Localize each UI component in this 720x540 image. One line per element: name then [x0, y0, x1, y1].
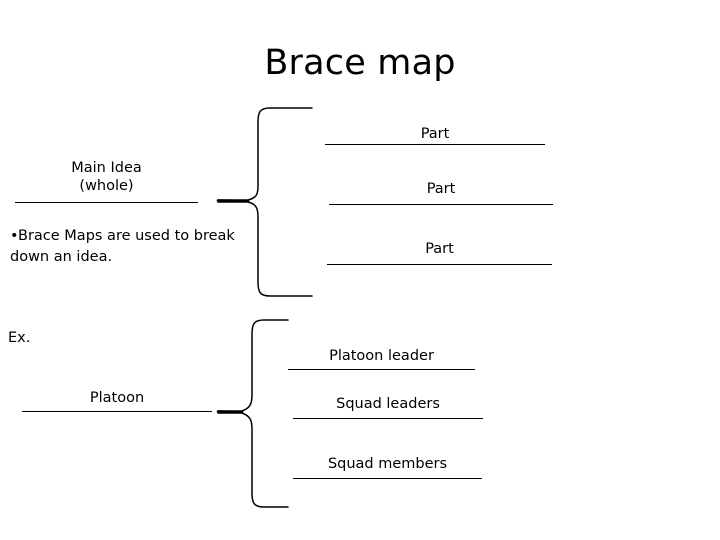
example-part-underline-1	[288, 369, 475, 370]
page-title: Brace map	[264, 43, 456, 83]
example-brace-icon	[216, 319, 289, 508]
brace-map-description: •Brace Maps are used to break down an id…	[10, 226, 242, 268]
example-part-label-2: Squad leaders	[336, 396, 440, 412]
top-brace-icon	[216, 107, 313, 297]
part-underline-2	[329, 204, 553, 205]
part-underline-1	[325, 144, 545, 145]
part-underline-3	[327, 264, 552, 265]
example-part-underline-2	[293, 418, 483, 419]
brace-map-description-text: Brace Maps are used to break down an ide…	[10, 228, 235, 265]
example-part-underline-3	[293, 478, 482, 479]
example-heading: Ex.	[8, 330, 31, 346]
main-idea-label-line1: Main Idea	[71, 160, 142, 176]
part-label-3: Part	[425, 241, 454, 257]
main-idea-label-line2: (whole)	[79, 178, 134, 194]
example-whole-underline	[22, 411, 212, 412]
main-idea-underline	[15, 202, 198, 203]
example-whole-label: Platoon	[89, 390, 145, 406]
example-part-label-1: Platoon leader	[329, 348, 434, 364]
part-label-1: Part	[420, 126, 450, 142]
example-part-label-3: Squad members	[327, 456, 448, 472]
part-label-2: Part	[426, 181, 456, 197]
bullet-glyph: •	[10, 228, 19, 244]
